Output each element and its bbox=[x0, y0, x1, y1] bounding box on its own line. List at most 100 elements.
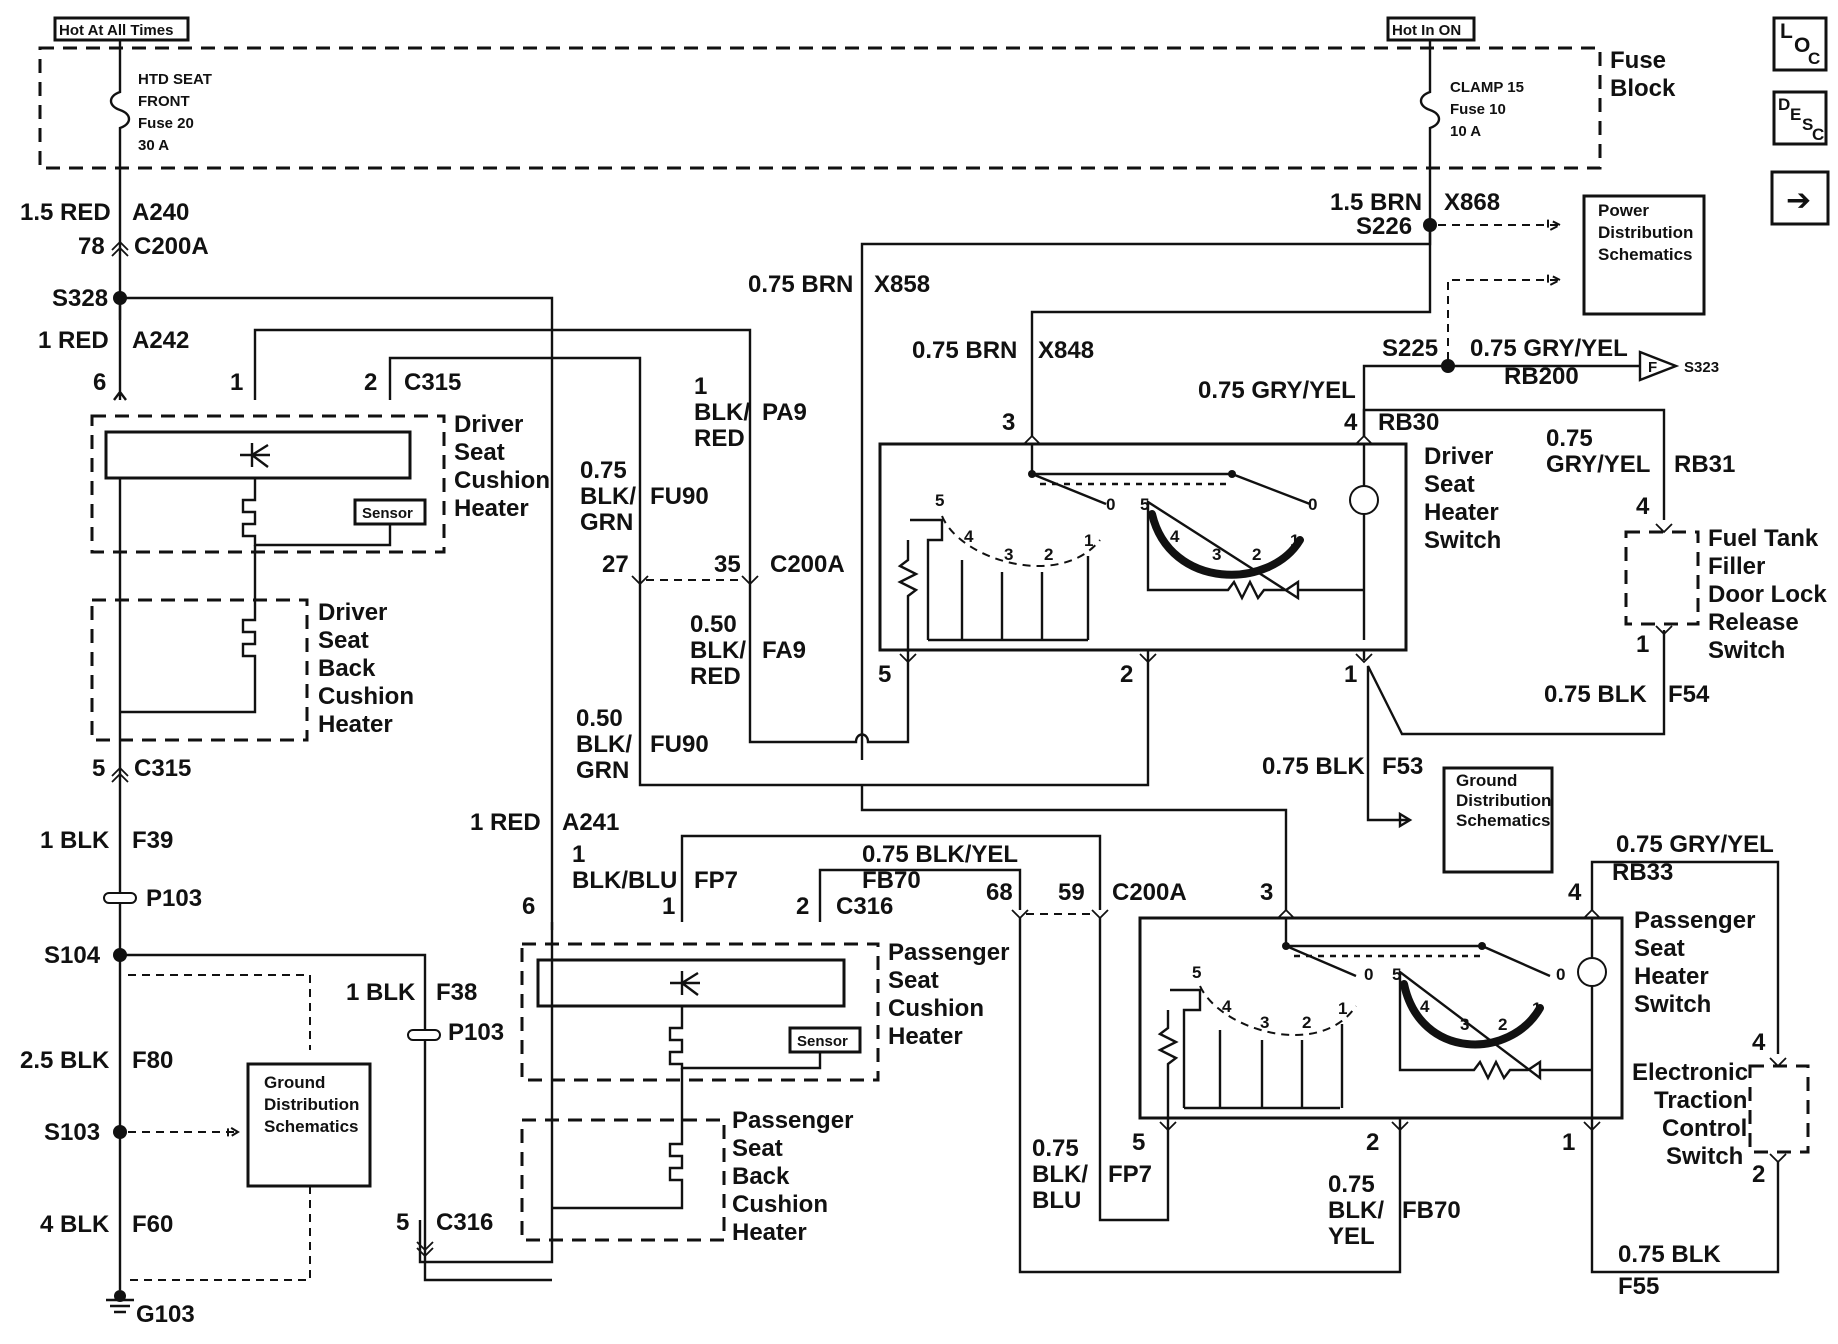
wire-label: RED bbox=[690, 663, 741, 690]
connector-label: C316 bbox=[836, 893, 893, 920]
switch-position: 0 bbox=[1106, 495, 1115, 514]
wire-pa9 bbox=[253, 328, 752, 580]
component-label: Release bbox=[1708, 609, 1799, 636]
switch-pins bbox=[1166, 1118, 1594, 1128]
circuit-label: F80 bbox=[132, 1047, 173, 1074]
ground-ref-line bbox=[128, 1124, 240, 1140]
wire-label: 1 BLK bbox=[40, 827, 110, 854]
component-label: Switch bbox=[1424, 527, 1501, 554]
circuit-label: F54 bbox=[1668, 681, 1710, 708]
switch-pivot bbox=[1282, 942, 1290, 950]
wire-label: RED bbox=[694, 425, 745, 452]
splice-label: S226 bbox=[1356, 213, 1412, 240]
component-label: Back bbox=[318, 655, 376, 682]
wire-label: 0.75 BRN bbox=[748, 271, 853, 298]
fuse-20-label: 30 A bbox=[138, 137, 169, 154]
component-label: Driver bbox=[318, 599, 387, 626]
component-label: Control bbox=[1662, 1115, 1747, 1142]
component-label: Heater bbox=[732, 1219, 807, 1246]
circuit-label: F55 bbox=[1618, 1273, 1659, 1300]
ref-label: S323 bbox=[1684, 359, 1719, 376]
connector-symbol bbox=[1159, 1121, 1601, 1132]
sensor-box bbox=[788, 1026, 862, 1054]
wire-label: BLK/BLU bbox=[572, 867, 677, 894]
wire-f54 bbox=[1366, 630, 1666, 822]
desc-letter: S bbox=[1802, 115, 1813, 134]
wire-f55 bbox=[1590, 1128, 1780, 1274]
description-button[interactable]: D E S C bbox=[1772, 90, 1828, 146]
switch-position: 5 bbox=[1192, 963, 1201, 982]
pin-label: 5 bbox=[92, 755, 105, 782]
heater-element bbox=[241, 478, 392, 547]
ground-distribution-box bbox=[1442, 766, 1554, 874]
pin-label: 35 bbox=[714, 551, 741, 578]
circuit-label: RB33 bbox=[1612, 859, 1673, 886]
wire-label: BLK/ bbox=[580, 483, 636, 510]
component-label: Seat bbox=[454, 439, 505, 466]
ground-distribution-label: Schematics bbox=[1456, 811, 1551, 830]
circuit-label: FB70 bbox=[862, 867, 921, 894]
wire-label: BLK/ bbox=[690, 637, 746, 664]
component-label: Switch bbox=[1708, 637, 1785, 664]
pin-label: 2 bbox=[796, 893, 809, 920]
component-label: Cushion bbox=[732, 1191, 828, 1218]
pin-label: 2 bbox=[1752, 1161, 1765, 1188]
connector-symbol bbox=[1655, 523, 1673, 636]
connector-label: C200A bbox=[770, 551, 845, 578]
ground-ref-line bbox=[128, 1186, 311, 1281]
connector-symbol bbox=[1769, 1057, 1787, 1164]
ground-ref-line bbox=[128, 974, 311, 1050]
splice-s103 bbox=[113, 1125, 127, 1139]
switch-position: 3 bbox=[1004, 545, 1013, 564]
wire-a242 bbox=[113, 298, 127, 401]
wire-label: 1 RED bbox=[470, 809, 541, 836]
brightness-arc bbox=[1400, 980, 1544, 1049]
switch-position: 4 bbox=[1170, 527, 1180, 546]
circuit-label: FP7 bbox=[1108, 1161, 1152, 1188]
connector-symbol bbox=[111, 240, 129, 257]
location-button[interactable]: L O C bbox=[1772, 16, 1828, 72]
circuit-label: F38 bbox=[436, 979, 477, 1006]
pin-label: 1 bbox=[1344, 661, 1357, 688]
next-button[interactable]: ➔ bbox=[1770, 170, 1830, 226]
wire-label: 1 bbox=[572, 841, 585, 868]
seat-back-element bbox=[552, 1068, 684, 1210]
wire-label: BLK/ bbox=[1032, 1161, 1088, 1188]
switch-pivot bbox=[1028, 470, 1036, 478]
wire-label: 0.75 bbox=[1032, 1135, 1079, 1162]
rheostat-ladder bbox=[1157, 988, 1344, 1118]
p103-connector bbox=[103, 892, 137, 904]
fuse-10-label: Fuse 10 bbox=[1450, 101, 1506, 118]
loc-letter: L bbox=[1780, 20, 1793, 43]
driver-seat-heater-switch-box bbox=[878, 442, 1408, 652]
component-label: Driver bbox=[1424, 443, 1493, 470]
circuit-label: PA9 bbox=[762, 399, 807, 426]
passenger-seat-back-heater-outline bbox=[520, 1118, 726, 1242]
heater-module bbox=[104, 430, 412, 480]
wire-label: GRN bbox=[576, 757, 629, 784]
connector-label: C200A bbox=[1112, 879, 1187, 906]
wire-label: BLK/ bbox=[694, 399, 750, 426]
pin-label: 5 bbox=[396, 1209, 409, 1236]
circuit-label: A242 bbox=[132, 327, 189, 354]
circuit-label: FA9 bbox=[762, 637, 806, 664]
pin-label: 5 bbox=[878, 661, 891, 688]
pin-label: 1 bbox=[230, 369, 243, 396]
circuit-label: F60 bbox=[132, 1211, 173, 1238]
wire-label: 1.5 BRN bbox=[1330, 189, 1422, 216]
driver-seat-back-heater-outline bbox=[90, 598, 309, 742]
wire-label: BLK/ bbox=[1328, 1197, 1384, 1224]
fuel-tank-switch-outline bbox=[1624, 530, 1700, 626]
wire-fb70-b bbox=[1018, 918, 1402, 1274]
wire-label: 0.75 BRN bbox=[912, 337, 1017, 364]
switch-pivot bbox=[1478, 942, 1486, 950]
component-label: Seat bbox=[318, 627, 369, 654]
circuit-label: A241 bbox=[562, 809, 619, 836]
driver-seat-cushion-heater-outline bbox=[90, 414, 446, 554]
connector-label: C200A bbox=[134, 233, 209, 260]
circuit-label: X868 bbox=[1444, 189, 1500, 216]
wire-label: 1 bbox=[694, 373, 707, 400]
pin-label: 4 bbox=[1568, 879, 1582, 906]
hot-at-all-times-label: Hot At All Times bbox=[59, 22, 173, 39]
heater-module bbox=[536, 958, 846, 1008]
